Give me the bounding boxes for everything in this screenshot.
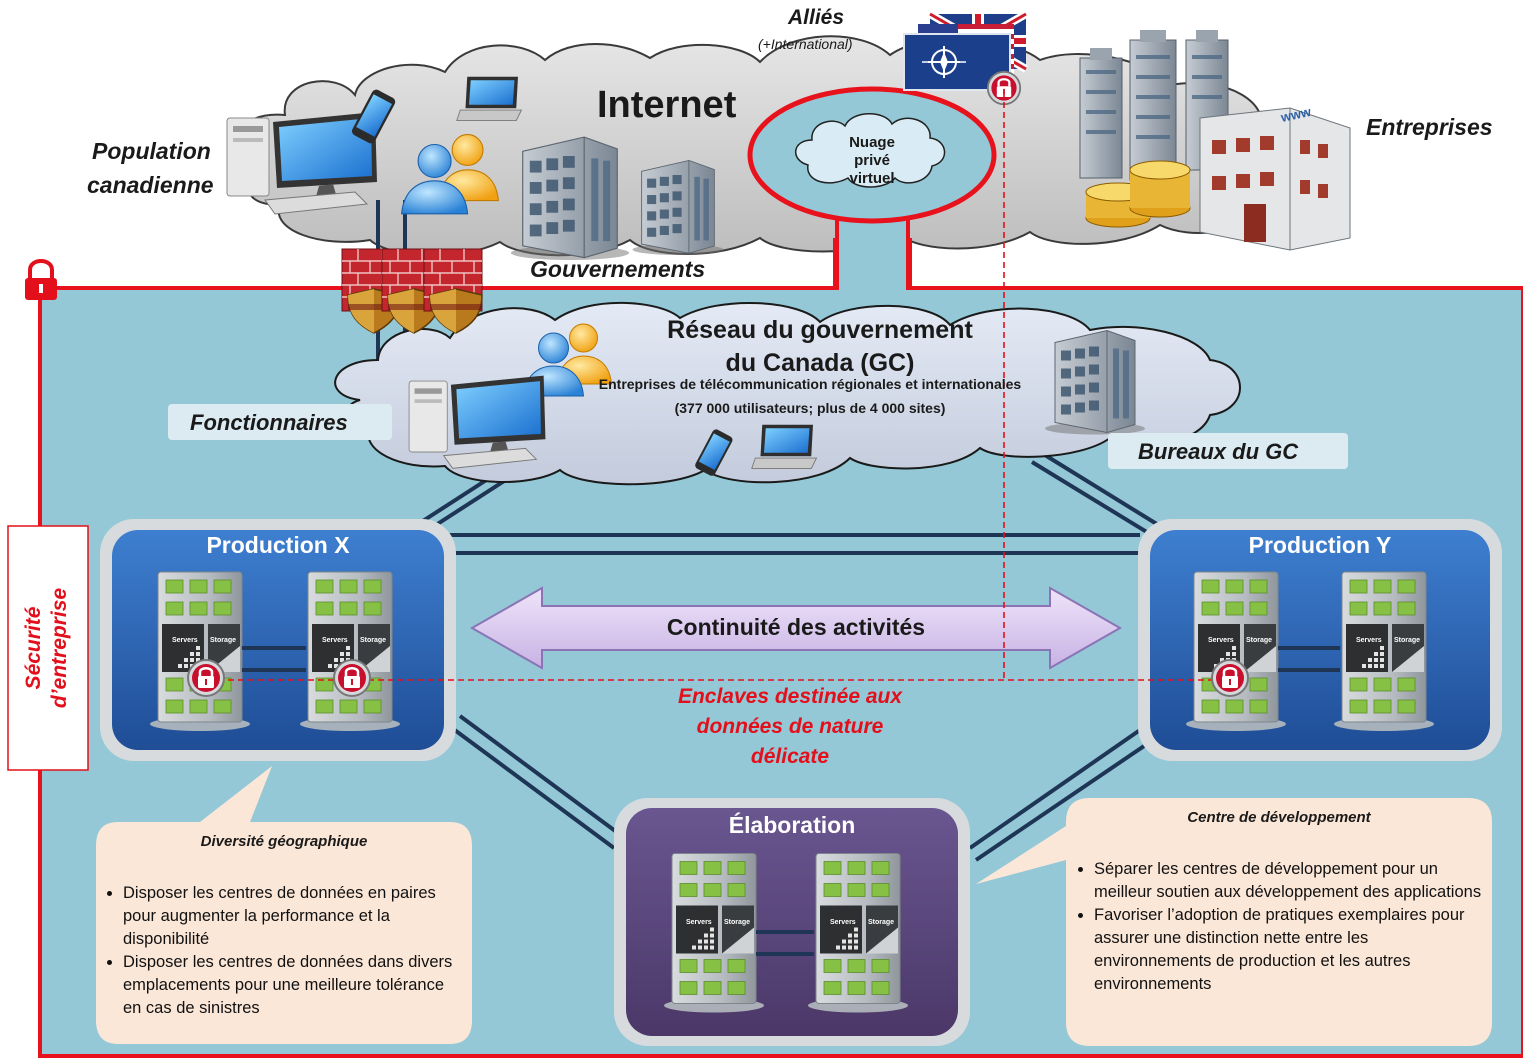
vpc-label-line-1: Nuage	[849, 134, 895, 151]
gc-network-title: Réseau du gouvernement du Canada (GC)	[610, 314, 1030, 380]
telecom-label: Entreprises de télécommunication régiona…	[598, 376, 1022, 392]
gc-offices-tag	[1108, 433, 1348, 469]
svg-text:Storage: Storage	[1394, 637, 1420, 644]
enterprise-buildings-icon: www	[1079, 30, 1351, 251]
office-building-icon	[510, 136, 630, 260]
svg-text:Servers: Servers	[830, 919, 856, 926]
continuity-arrow	[469, 586, 1123, 670]
svg-text:Storage: Storage	[1246, 637, 1272, 644]
vpc-label-line-3: virtuel	[849, 170, 895, 187]
gc-network-title-line-1: Réseau du gouvernement	[667, 316, 973, 344]
server-building-icon	[664, 852, 764, 1014]
internet-title: Internet	[597, 84, 737, 126]
allies-label: Alliés	[788, 6, 845, 29]
coins-icon	[1085, 160, 1191, 228]
website-sign: www	[1279, 104, 1314, 125]
callout-dev-bullet: Séparer les centres de développement pou…	[1094, 858, 1484, 904]
lock-icon	[1210, 658, 1250, 698]
public-servants-label: Fonctionnaires	[190, 410, 348, 435]
svg-text:Servers: Servers	[1208, 637, 1234, 644]
svg-text:Servers: Servers	[1356, 637, 1382, 644]
development-title: Élaboration	[728, 812, 856, 838]
server-building-icon	[150, 571, 250, 731]
security-label-box	[7, 525, 89, 771]
lock-icon	[332, 658, 372, 698]
callout-geo-title: Diversité géographique	[200, 833, 368, 850]
callout-dev-body: Séparer les centres de développement pou…	[1074, 858, 1484, 996]
production-y-title: Production Y	[1248, 532, 1392, 558]
svg-text:Storage: Storage	[210, 637, 236, 644]
server-building-icon	[300, 571, 400, 731]
svg-text:Storage: Storage	[360, 637, 386, 644]
continuity-label: Continuité des activités	[666, 614, 926, 640]
vpc-label-line-2: privé	[854, 152, 890, 169]
office-building-icon	[632, 159, 724, 255]
svg-text:Servers: Servers	[686, 919, 712, 926]
gc-stats-label: (377 000 utilisateurs; plus de 4 000 sit…	[674, 400, 946, 416]
virtual-private-cloud	[747, 86, 997, 224]
callout-geo-bullet: Disposer les centres de données en paire…	[123, 882, 465, 951]
lock-icon	[25, 259, 57, 300]
enclave-label-line-3: délicate	[750, 745, 830, 768]
callout-geo-body: Disposer les centres de données en paire…	[103, 882, 465, 1020]
svg-text:Storage: Storage	[868, 919, 894, 926]
enclave-label: Enclaves destinée aux données de nature …	[640, 682, 940, 772]
server-building-icon	[1186, 571, 1286, 731]
gc-network-title-line-2: du Canada (GC)	[725, 349, 915, 377]
governments-label: Gouvernements	[530, 256, 706, 282]
gc-offices-label: Bureaux du GC	[1138, 439, 1299, 464]
callout-geo-bubble	[96, 766, 472, 1044]
lock-icon	[986, 70, 1022, 106]
server-building-icon	[1334, 571, 1434, 731]
svg-text:Storage: Storage	[724, 919, 750, 926]
callout-dev-title: Centre de développement	[1187, 809, 1371, 826]
population-label-2: canadienne	[87, 172, 214, 198]
svg-text:Servers: Servers	[322, 637, 348, 644]
security-label: Sécurité d’entreprise	[22, 588, 71, 709]
enclave-link	[208, 92, 1226, 681]
svg-text:Sécurité: Sécurité	[22, 606, 45, 689]
server-building-icon	[808, 852, 908, 1014]
production-x-title: Production X	[206, 532, 350, 558]
allies-sub-label: (+International)	[758, 36, 853, 52]
population-label-1: Population	[92, 138, 211, 164]
callout-geo-bullet: Disposer les centres de données dans div…	[123, 951, 465, 1020]
enterprises-label: Entreprises	[1366, 114, 1493, 140]
callout-dev-bubble	[976, 798, 1492, 1046]
callout-dev-bullet: Favoriser l’adoption de pratiques exempl…	[1094, 904, 1484, 996]
vpc-label: Nuage privé virtuel	[822, 134, 922, 188]
enclave-label-line-2: données de nature	[696, 715, 884, 738]
enclave-label-line-1: Enclaves destinée aux	[677, 685, 903, 708]
lock-icon	[186, 658, 226, 698]
svg-text:Servers: Servers	[172, 637, 198, 644]
public-servants-tag	[168, 404, 392, 440]
svg-text:d’entreprise: d’entreprise	[48, 588, 71, 709]
